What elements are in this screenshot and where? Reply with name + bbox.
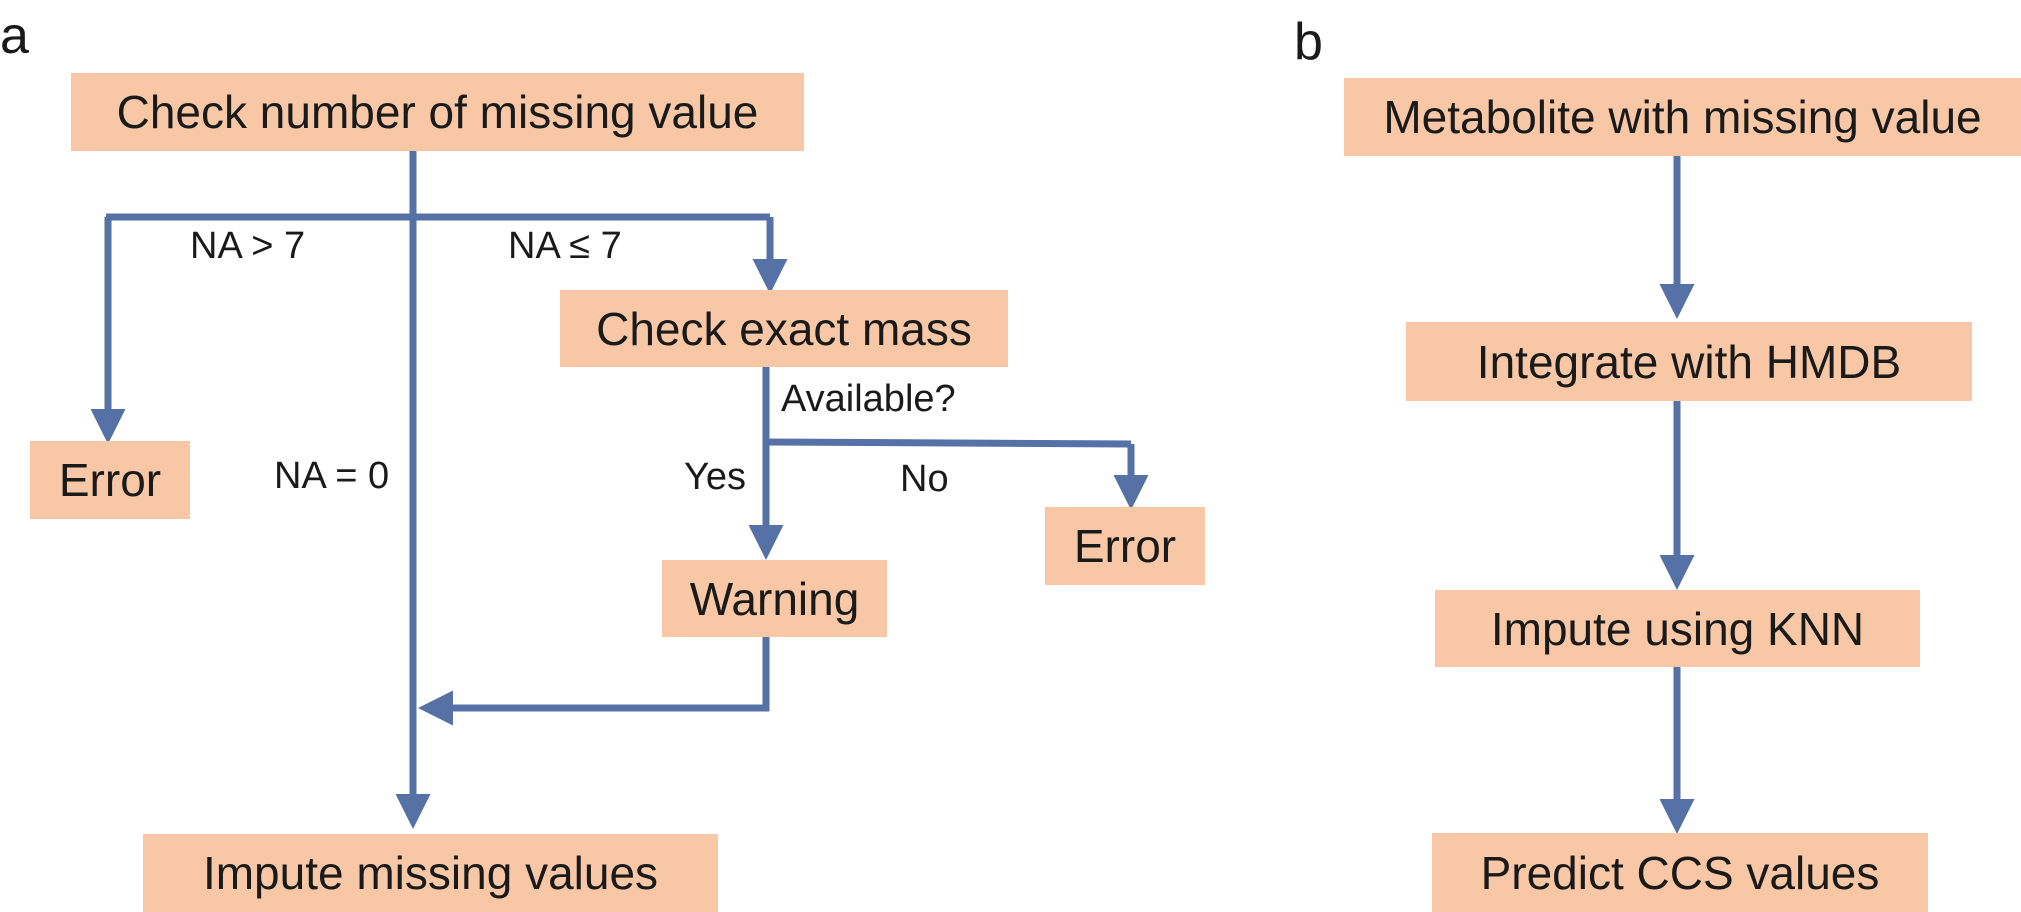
na-gt7-label: NA > 7 bbox=[190, 225, 306, 267]
check-missing-box: Check number of missing value bbox=[71, 73, 804, 151]
error-right-box: Error bbox=[1045, 507, 1205, 585]
check-mass-box: Check exact mass bbox=[560, 290, 1008, 367]
na-eq0-label: NA = 0 bbox=[274, 455, 390, 497]
error-left-box: Error bbox=[30, 441, 190, 519]
warning-box: Warning bbox=[662, 560, 887, 637]
no-branch-line bbox=[765, 438, 1132, 448]
predict-ccs-box: Predict CCS values bbox=[1432, 833, 1928, 912]
impute-box: Impute missing values bbox=[143, 834, 718, 912]
warning-return-line bbox=[418, 637, 770, 726]
yes-label: Yes bbox=[684, 456, 746, 498]
available-label: Available? bbox=[781, 378, 956, 420]
integrate-hmdb-box: Integrate with HMDB bbox=[1406, 322, 1972, 401]
no-label: No bbox=[900, 458, 949, 500]
panel-a-label: a bbox=[0, 7, 29, 65]
panel-b-label: b bbox=[1294, 13, 1323, 71]
impute-knn-box: Impute using KNN bbox=[1435, 590, 1920, 667]
na-le7-label: NA ≤ 7 bbox=[508, 225, 622, 267]
metabolite-box: Metabolite with missing value bbox=[1344, 78, 2021, 156]
